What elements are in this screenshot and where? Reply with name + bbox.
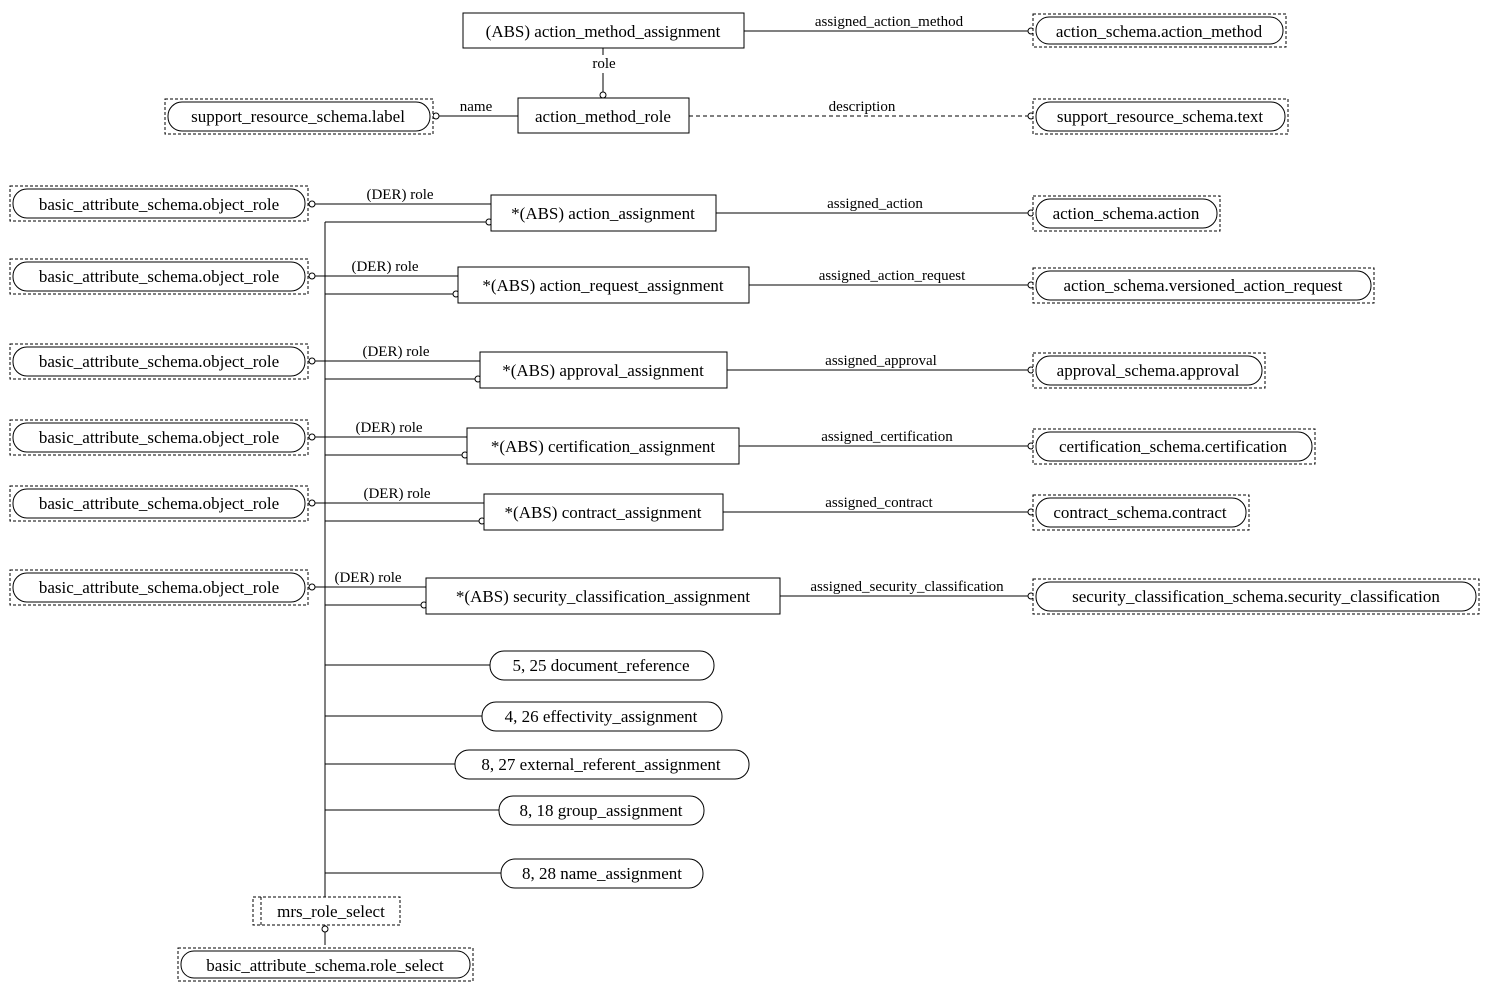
page-ref-effectivity-assignment[interactable]: 4, 26 effectivity_assignment <box>325 701 723 732</box>
page-ref-external-referent-assignment[interactable]: 8, 27 external_referent_assignment <box>325 749 750 780</box>
versioned-action-request-target-label: action_schema.versioned_action_request <box>1064 276 1343 295</box>
action-method-role-label: action_method_role <box>535 107 671 126</box>
page-ref-label: 8, 18 group_assignment <box>520 801 683 820</box>
action-method-target[interactable]: action_schema.action_method <box>1032 13 1287 48</box>
mrs-role-select-type[interactable]: mrs_role_select <box>252 896 401 926</box>
object-role-source-label: basic_attribute_schema.object_role <box>39 195 279 214</box>
contract-target-label: contract_schema.contract <box>1053 503 1226 522</box>
action-target[interactable]: action_schema.action <box>1032 195 1221 232</box>
text-target[interactable]: support_resource_schema.text <box>1032 98 1289 135</box>
name-end-circle <box>432 112 440 120</box>
role-end-circle <box>308 499 316 507</box>
page-ref-label: 8, 28 name_assignment <box>522 864 682 883</box>
der-role-label: (DER) role <box>355 420 422 436</box>
versioned-action-request-target[interactable]: action_schema.versioned_action_request <box>1032 267 1375 304</box>
contract-assignment-entity[interactable]: *(ABS) contract_assignment <box>483 493 724 531</box>
object-role-source-label: basic_attribute_schema.object_role <box>39 428 279 447</box>
mrs-role-select-label: mrs_role_select <box>277 902 385 921</box>
object-role-source[interactable]: basic_attribute_schema.object_role <box>9 569 309 606</box>
object-role-source[interactable]: basic_attribute_schema.object_role <box>9 485 309 522</box>
certification-target-label: certification_schema.certification <box>1059 437 1287 456</box>
certification-assignment-entity[interactable]: *(ABS) certification_assignment <box>466 427 740 465</box>
role-select-target-label: basic_attribute_schema.role_select <box>206 956 444 975</box>
assigned-action-label: assigned_action <box>827 196 923 212</box>
role-end-circle <box>308 583 316 591</box>
role-end-circle <box>308 200 316 208</box>
action-method-assignment-entity[interactable]: (ABS) action_method_assignment <box>462 12 745 49</box>
der-role-label: (DER) role <box>362 344 429 360</box>
page-ref-group-assignment[interactable]: 8, 18 group_assignment <box>325 795 705 826</box>
contract-target[interactable]: contract_schema.contract <box>1032 494 1250 531</box>
approval-target[interactable]: approval_schema.approval <box>1032 352 1266 389</box>
object-role-source[interactable]: basic_attribute_schema.object_role <box>9 258 309 295</box>
assigned-action-method-label: assigned_action_method <box>815 14 964 30</box>
object-role-source[interactable]: basic_attribute_schema.object_role <box>9 419 309 456</box>
role-end-circle <box>599 91 607 99</box>
security-classification-target-label: security_classification_schema.security_… <box>1072 587 1440 606</box>
role-end-circle <box>308 433 316 441</box>
der-role-label: (DER) role <box>366 187 433 203</box>
description-label: description <box>829 99 896 115</box>
action-assignment-label: *(ABS) action_assignment <box>511 204 695 223</box>
der-role-label: (DER) role <box>334 570 401 586</box>
action-method-target-label: action_schema.action_method <box>1056 22 1263 41</box>
object-role-source-label: basic_attribute_schema.object_role <box>39 494 279 513</box>
action-request-assignment-entity[interactable]: *(ABS) action_request_assignment <box>457 266 750 304</box>
row-security-classification-assignment: basic_attribute_schema.object_role (DER)… <box>9 569 1480 615</box>
assigned-action-request-label: assigned_action_request <box>819 268 966 284</box>
approval-assignment-label: *(ABS) approval_assignment <box>502 361 704 380</box>
contract-assignment-label: *(ABS) contract_assignment <box>505 503 702 522</box>
role-end-circle <box>308 272 316 280</box>
certification-assignment-label: *(ABS) certification_assignment <box>491 437 716 456</box>
page-ref-document-reference[interactable]: 5, 25 document_reference <box>325 650 715 681</box>
label-target[interactable]: support_resource_schema.label <box>164 98 434 135</box>
object-role-source[interactable]: basic_attribute_schema.object_role <box>9 343 309 380</box>
row-contract-assignment: basic_attribute_schema.object_role (DER)… <box>9 485 1250 531</box>
page-ref-label: 5, 25 document_reference <box>513 656 690 675</box>
row-approval-assignment: basic_attribute_schema.object_role (DER)… <box>9 343 1266 389</box>
role-end-circle <box>308 357 316 365</box>
action-method-assignment-label: (ABS) action_method_assignment <box>486 22 721 41</box>
action-method-role-entity[interactable]: action_method_role <box>517 97 690 134</box>
object-role-source[interactable]: basic_attribute_schema.object_role <box>9 185 309 222</box>
text-target-label: support_resource_schema.text <box>1057 107 1264 126</box>
assigned-approval-label: assigned_approval <box>825 353 937 369</box>
certification-target[interactable]: certification_schema.certification <box>1032 428 1316 465</box>
row-action-request-assignment: basic_attribute_schema.object_role (DER)… <box>9 258 1375 304</box>
select-end-circle <box>321 925 329 933</box>
page-ref-label: 4, 26 effectivity_assignment <box>505 707 698 726</box>
role-label: role <box>592 56 616 72</box>
action-assignment-entity[interactable]: *(ABS) action_assignment <box>490 194 717 232</box>
role-select-target[interactable]: basic_attribute_schema.role_select <box>177 947 474 982</box>
object-role-source-label: basic_attribute_schema.object_role <box>39 267 279 286</box>
approval-target-label: approval_schema.approval <box>1057 361 1240 380</box>
assigned-security-classification-label: assigned_security_classification <box>810 579 1004 595</box>
der-role-label: (DER) role <box>363 486 430 502</box>
row-action-assignment: basic_attribute_schema.object_role (DER)… <box>9 185 1221 232</box>
security-classification-assignment-entity[interactable]: *(ABS) security_classification_assignmen… <box>425 577 781 615</box>
name-label: name <box>460 99 493 115</box>
assigned-contract-label: assigned_contract <box>825 495 933 511</box>
action-target-label: action_schema.action <box>1053 204 1200 223</box>
der-role-label: (DER) role <box>351 259 418 275</box>
approval-assignment-entity[interactable]: *(ABS) approval_assignment <box>479 351 728 389</box>
assigned-certification-label: assigned_certification <box>821 429 953 445</box>
object-role-source-label: basic_attribute_schema.object_role <box>39 578 279 597</box>
label-target-label: support_resource_schema.label <box>191 107 405 126</box>
row-certification-assignment: basic_attribute_schema.object_role (DER)… <box>9 419 1316 465</box>
page-ref-name-assignment[interactable]: 8, 28 name_assignment <box>325 858 704 889</box>
security-classification-assignment-label: *(ABS) security_classification_assignmen… <box>456 587 750 606</box>
page-ref-label: 8, 27 external_referent_assignment <box>481 755 721 774</box>
action-request-assignment-label: *(ABS) action_request_assignment <box>482 276 724 295</box>
security-classification-target[interactable]: security_classification_schema.security_… <box>1032 578 1480 615</box>
object-role-source-label: basic_attribute_schema.object_role <box>39 352 279 371</box>
